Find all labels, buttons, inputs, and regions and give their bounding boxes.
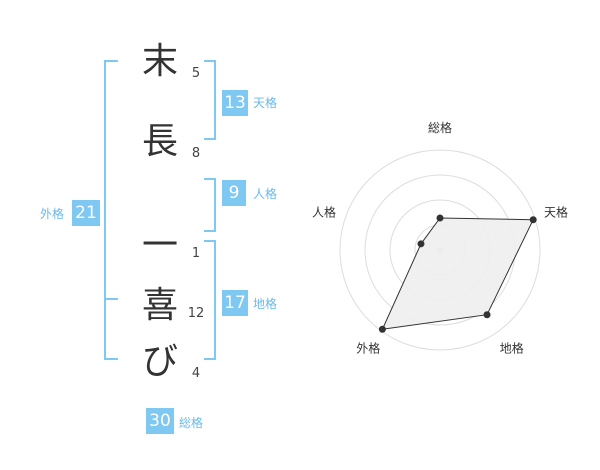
name-char-2: 長: [141, 121, 178, 162]
radar-axis-label-4: 外格: [356, 341, 380, 356]
name-char-4: 喜: [141, 285, 178, 326]
tenkaku-value: 13: [222, 90, 248, 116]
radar-point-1: [436, 214, 444, 222]
jinkaku-label: 人格: [253, 187, 278, 201]
stroke-count-5: 4: [191, 366, 201, 381]
soukaku-value: 30: [146, 408, 174, 434]
radar-points: [378, 214, 537, 333]
stroke-count-1: 5: [191, 66, 201, 81]
radar-point-3: [483, 311, 491, 319]
chikaku-label: 地格: [253, 297, 278, 311]
chikaku-value: 17: [222, 290, 248, 316]
chikaku-bracket: [204, 240, 216, 360]
soukaku-label: 総格: [179, 416, 204, 430]
name-char-1: 末: [141, 41, 178, 82]
stroke-count-3: 1: [191, 246, 201, 261]
tenkaku-bracket: [204, 60, 216, 140]
gaikaku-bracket: [104, 60, 118, 360]
gaikaku-bracket-tick: [104, 298, 118, 300]
jinkaku-value: 9: [222, 180, 246, 206]
radar-axis-label-2: 天格: [544, 204, 568, 219]
gaikaku-label: 外格: [40, 207, 65, 221]
radar-ring-4: [339, 149, 541, 351]
name-char-5: び: [141, 341, 178, 382]
tenkaku-label: 天格: [253, 96, 278, 110]
jinkaku-bracket: [204, 178, 216, 232]
radar-point-4: [378, 325, 386, 333]
gaikaku-value: 21: [72, 200, 100, 226]
radar-point-2: [529, 216, 537, 224]
radar-axis-label-5: 人格: [312, 204, 336, 219]
radar-axis-label-3: 地格: [500, 341, 524, 356]
stroke-count-2: 8: [191, 146, 201, 161]
radar-polygon: [381, 217, 534, 330]
stroke-count-4: 12: [187, 306, 205, 321]
radar-point-5: [417, 240, 425, 248]
radar-axis-label-1: 総格: [428, 120, 452, 135]
name-char-3: 一: [141, 225, 178, 266]
